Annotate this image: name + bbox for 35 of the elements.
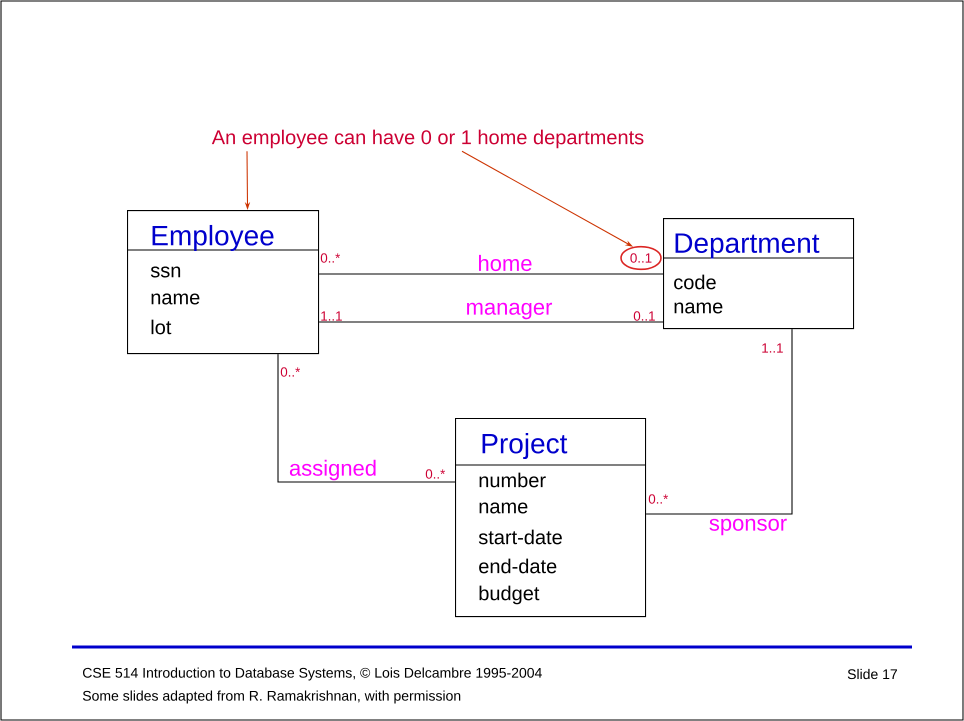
association-line bbox=[277, 354, 455, 483]
multiplicity-label: 1..1 bbox=[321, 311, 342, 321]
attribute-text: start-date bbox=[478, 530, 562, 544]
slide-number: Slide 17 bbox=[848, 668, 897, 680]
attribute-text: ssn bbox=[150, 266, 180, 278]
attribute-text: lot bbox=[152, 320, 172, 334]
class-name: Department bbox=[676, 233, 820, 259]
footer-text: CSE 514 Introduction to Database Systems, © Lois Delcambre 1995-2004 bbox=[82, 667, 542, 681]
multiplicity-label: 0..1 bbox=[634, 311, 655, 321]
multiplicity-label: 1..1 bbox=[762, 343, 783, 353]
association-line bbox=[646, 329, 793, 515]
role-label: manager bbox=[467, 302, 552, 320]
attribute-text: code bbox=[674, 274, 716, 290]
attribute-text: name bbox=[674, 302, 722, 314]
role-label: assigned bbox=[290, 460, 376, 480]
class-box bbox=[663, 218, 854, 330]
annotation-text: An employee can have 0 or 1 home departments bbox=[212, 130, 644, 148]
attribute-text: number bbox=[480, 472, 546, 488]
association-line bbox=[319, 321, 663, 323]
association-line bbox=[319, 273, 663, 275]
attribute-text: name bbox=[152, 294, 200, 304]
attribute-text: end-date bbox=[479, 558, 556, 574]
attribute-text: budget bbox=[480, 586, 540, 604]
class-name: Employee bbox=[152, 224, 274, 252]
role-label: home bbox=[479, 254, 532, 272]
role-label: sponsor bbox=[709, 518, 787, 536]
multiplicity-label: 0..* bbox=[320, 253, 340, 263]
multiplicity-label: 0..* bbox=[648, 494, 668, 504]
footer-text: Some slides adapted from R. Ramakrishnan, with permission bbox=[82, 690, 460, 704]
class-name: Project bbox=[482, 432, 568, 460]
class-box bbox=[455, 418, 646, 618]
multiplicity-label: 0..* bbox=[426, 469, 446, 479]
multiplicity-label: 0..* bbox=[280, 367, 300, 377]
class-box bbox=[127, 210, 320, 354]
attribute-text: name bbox=[480, 502, 528, 514]
